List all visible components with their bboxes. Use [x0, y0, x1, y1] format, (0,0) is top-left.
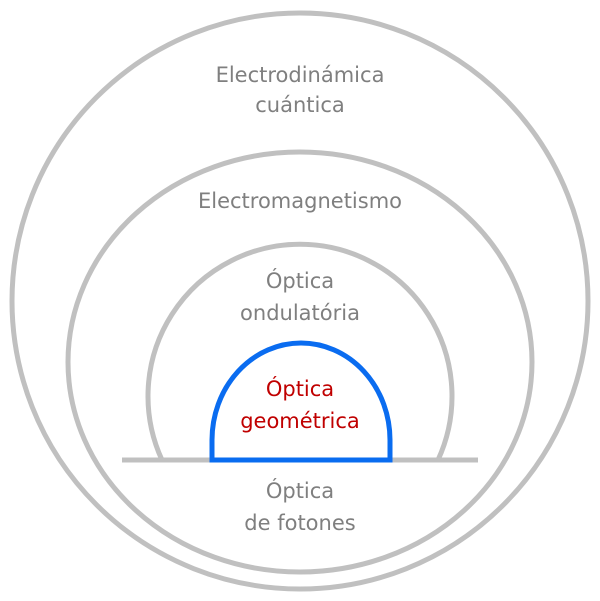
electromagnetism-circle — [65, 149, 535, 575]
qed-circle — [9, 10, 591, 592]
electromagnetism-label: Electromagnetismo — [197, 189, 403, 213]
wave-optics-label-line1: Óptica — [265, 269, 335, 293]
qed-label-line1: Electrodinámica — [215, 63, 385, 87]
qed-label-line2: cuántica — [255, 93, 345, 117]
geometric-optics-label-line2: geométrica — [240, 409, 360, 433]
geometric-optics-dome — [209, 340, 393, 463]
wave-optics-dome — [145, 241, 455, 462]
geometric-optics-label-line1: Óptica — [265, 377, 335, 401]
photon-optics-label-line2: de fotones — [244, 511, 356, 535]
wave-optics-label-line2: ondulatória — [240, 301, 360, 325]
photon-optics-label-line1: Óptica — [265, 479, 335, 503]
